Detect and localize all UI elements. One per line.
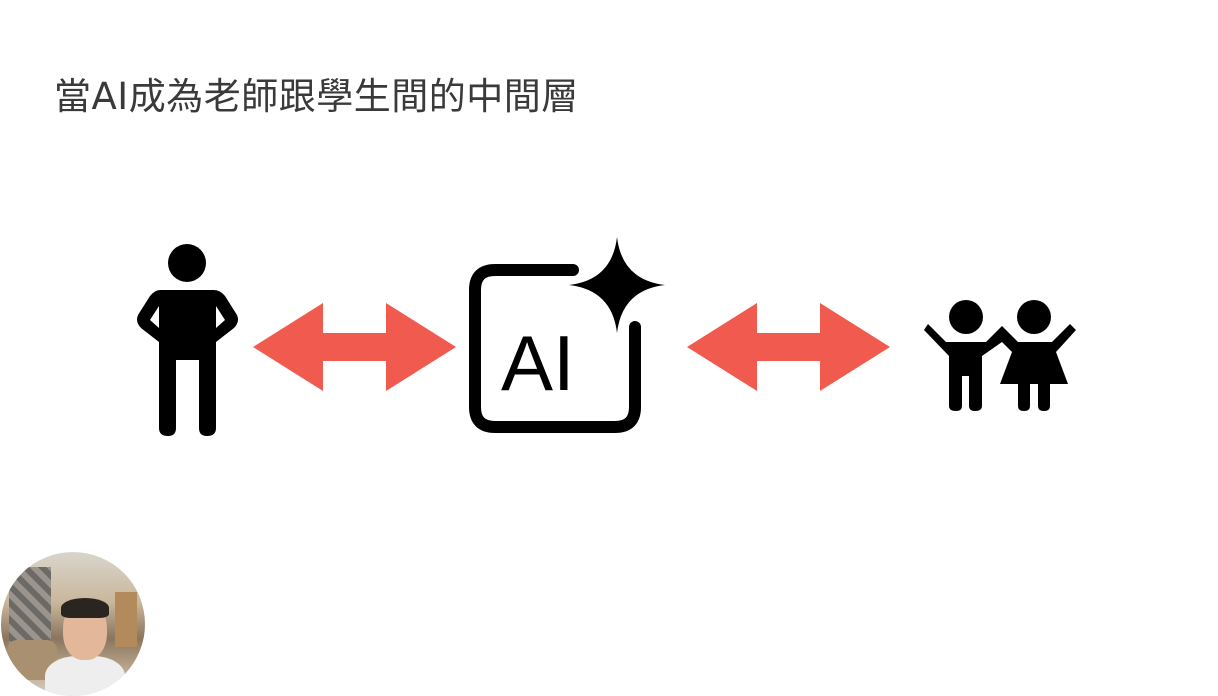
teacher-icon bbox=[137, 244, 238, 436]
double-arrow-icon bbox=[687, 303, 890, 391]
presenter-hair bbox=[61, 598, 109, 618]
ai-label: AI bbox=[501, 319, 575, 407]
presenter-webcam bbox=[1, 552, 145, 696]
slide-title: 當AI成為老師跟學生間的中間層 bbox=[54, 75, 579, 118]
presenter-shirt bbox=[45, 656, 125, 696]
webcam-cabinet bbox=[115, 592, 137, 647]
children-icon bbox=[924, 300, 1076, 411]
ai-sparkle-icon: AI bbox=[469, 237, 665, 433]
double-arrow-icon bbox=[253, 303, 456, 391]
